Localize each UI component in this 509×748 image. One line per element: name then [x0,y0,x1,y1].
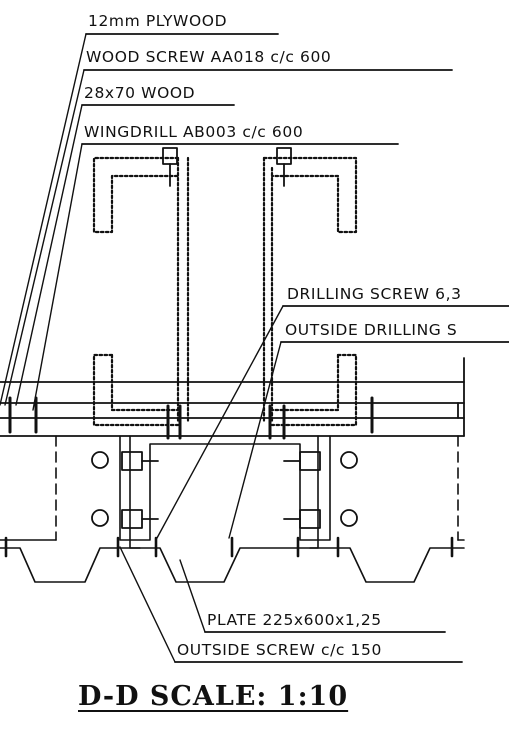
wood-label: 28x70 WOOD [84,84,196,102]
bolts [91,451,358,529]
right-steel-profile [262,156,358,427]
leader-lines [0,33,284,663]
bottom-screws [4,536,454,558]
wood-screw-label: WOOD SCREW AA018 c/c 600 [86,48,332,66]
top-screws [162,147,292,187]
drilling-screw-label: DRILLING SCREW 6,3 [287,285,462,303]
left-steel-profile [92,156,190,427]
plate-label: PLATE 225x600x1,25 [207,611,382,629]
wingdrill-label: WINGDRILL AB003 c/c 600 [84,123,304,141]
wood-screws [8,396,374,440]
label-underlines [81,33,509,663]
section-title: D-D SCALE: 1:10 [78,681,349,712]
trapezoid-sheet [0,547,465,583]
outside-drilling-label: OUTSIDE DRILLING S [285,321,458,339]
outside-screw-label: OUTSIDE SCREW c/c 150 [177,641,382,659]
plywood-label: 12mm PLYWOOD [88,12,228,30]
horizontal-wood-layers [0,357,465,437]
lower-wood-block [0,435,465,549]
